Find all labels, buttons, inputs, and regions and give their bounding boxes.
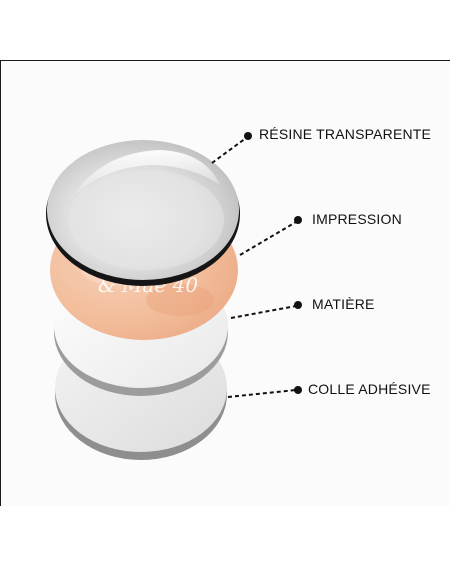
connector-line [227,389,297,398]
connector-adhesive [227,386,302,398]
connector-line [230,305,297,319]
connector-line [239,221,297,256]
resin-dome [46,140,240,286]
label-print: IMPRESSION [312,211,402,227]
connector-dot [244,132,252,140]
connectors [211,132,302,398]
resin-dome-highlight [70,150,220,200]
label-adhesive: COLLE ADHÉSIVE [308,381,431,397]
connector-material [230,301,302,319]
label-material: MATIÈRE [312,296,375,312]
connector-dot [294,301,302,309]
print-watercolor-shade [146,284,214,316]
connector-print [239,216,302,256]
connector-dot [294,216,302,224]
connector-dot [294,386,302,394]
connector-resin [211,132,252,164]
label-resin: RÉSINE TRANSPARENTE [259,126,432,142]
resin-dome-inner [68,170,224,270]
connector-line [211,137,247,164]
